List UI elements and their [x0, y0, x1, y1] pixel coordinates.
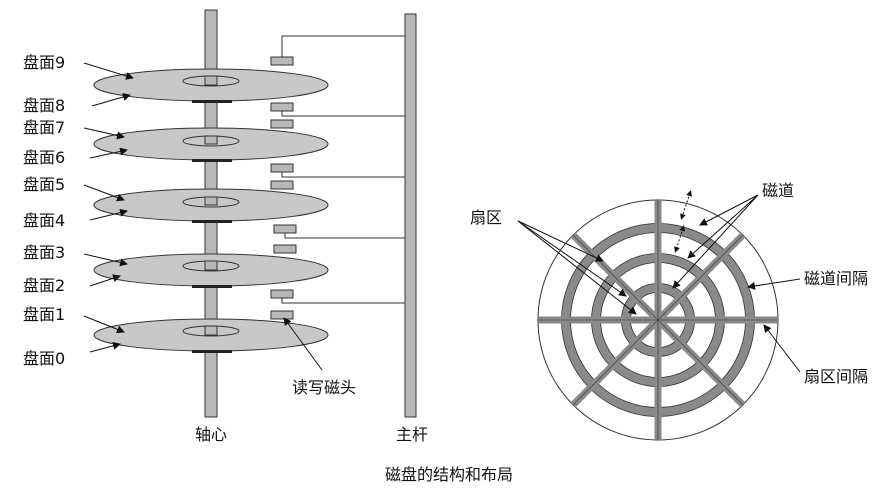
platter-1: [93, 253, 329, 288]
arm-label: 主杆: [396, 425, 428, 444]
platter-layout: 磁道 扇区 磁道间隔 扇区间隔: [470, 181, 868, 441]
surface-label-1: 盘面1: [23, 305, 65, 324]
track-label: 磁道: [762, 181, 794, 200]
sector-label: 扇区: [470, 208, 502, 227]
surface-label-2: 盘面2: [23, 276, 65, 295]
track-gap-label: 磁道间隔: [804, 269, 868, 288]
surface-label-7: 盘面7: [23, 118, 65, 137]
surface-label-0: 盘面0: [23, 349, 65, 368]
surface-label-3: 盘面3: [23, 243, 65, 262]
head-pointer: [283, 317, 323, 371]
platter-2: [93, 188, 329, 223]
surface-label-5: 盘面5: [23, 175, 65, 194]
spindle-label: 轴心: [195, 425, 227, 444]
head-blocks: [270, 56, 297, 320]
platter-0: [93, 318, 329, 353]
surface-label-8: 盘面8: [23, 96, 65, 115]
surface-label-4: 盘面4: [23, 211, 65, 230]
surface-label-6: 盘面6: [23, 148, 65, 167]
head-label: 读写磁头: [292, 378, 356, 397]
sector-gap-label: 扇区间隔: [804, 367, 868, 386]
surface-arrows: [83, 62, 134, 353]
main-arm: [404, 13, 417, 418]
caption: 磁盘的结构和布局: [385, 465, 513, 484]
surface-label-9: 盘面9: [23, 53, 65, 72]
platter-4: [93, 68, 329, 103]
platter-3: [93, 127, 329, 162]
